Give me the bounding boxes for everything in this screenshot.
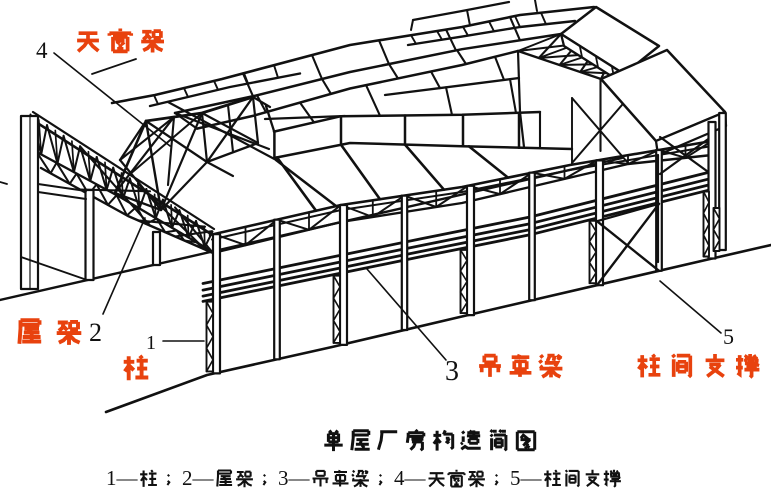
svg-text:3—: 3— [278, 466, 311, 490]
svg-text:2—: 2— [182, 466, 215, 490]
svg-text:5—: 5— [510, 466, 543, 490]
svg-text:1—: 1— [106, 466, 139, 490]
svg-text:1: 1 [146, 332, 156, 354]
svg-text:4—: 4— [394, 466, 427, 490]
svg-text:5: 5 [723, 324, 734, 349]
svg-text:2: 2 [89, 318, 102, 347]
svg-text:4: 4 [36, 38, 48, 63]
svg-text:3: 3 [445, 356, 459, 387]
